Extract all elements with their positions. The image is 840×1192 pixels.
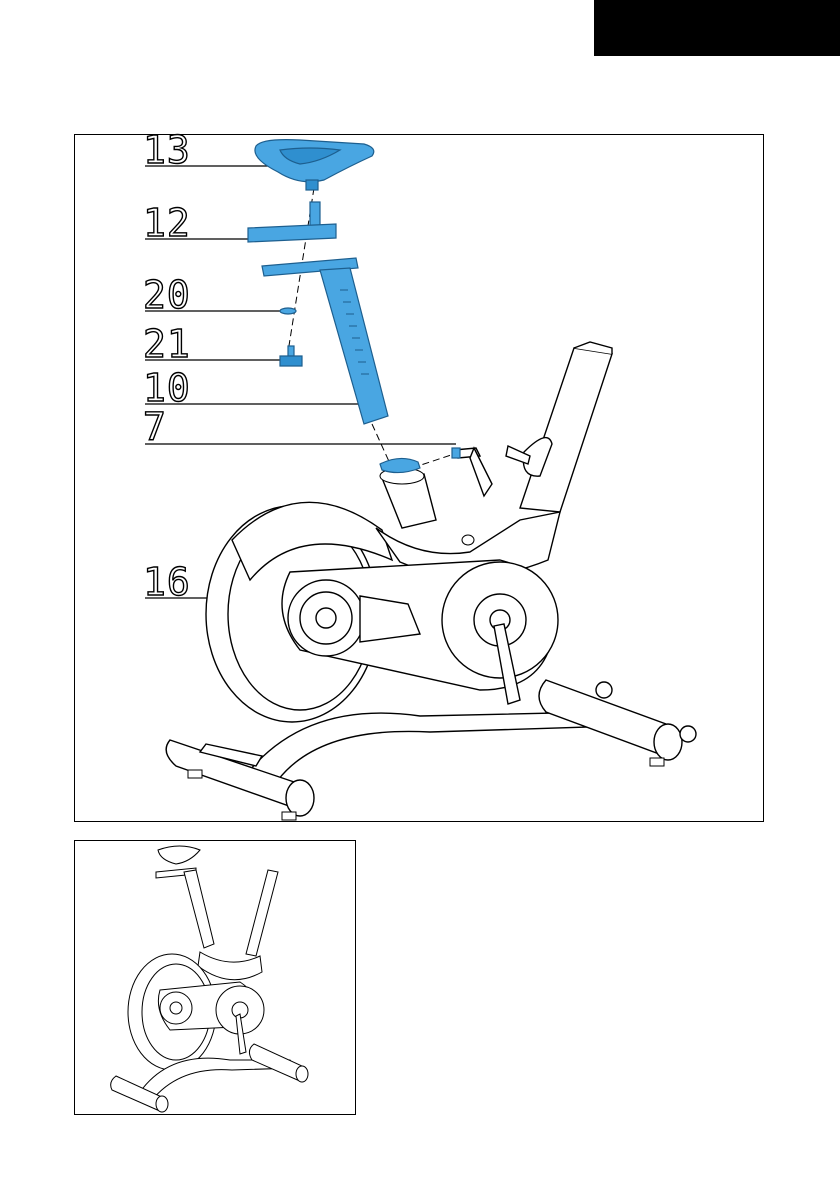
thumbnail-bike — [111, 846, 308, 1112]
